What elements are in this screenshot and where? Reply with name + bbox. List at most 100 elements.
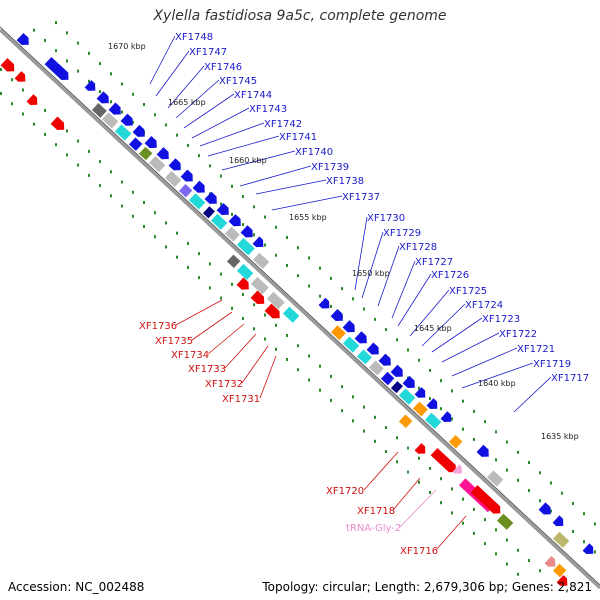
gene-block[interactable] [552,531,571,549]
gene-block[interactable] [148,155,167,173]
gene-block[interactable] [496,512,515,531]
gene-label-forward[interactable]: XF1719 [533,359,571,370]
gene-block[interactable] [440,411,455,425]
gene-block[interactable] [120,113,137,129]
gene-label-reverse[interactable]: XF1732 [205,379,243,390]
gene-block[interactable] [356,348,373,365]
gene-label-forward[interactable]: XF1745 [219,76,257,87]
gene-block[interactable] [96,91,113,106]
gene-block[interactable] [180,169,197,184]
gene-label-forward[interactable]: XF1744 [234,90,272,101]
gene-block[interactable] [156,147,173,162]
gene-block[interactable] [476,444,493,460]
gene-block[interactable] [132,124,149,140]
gene-label-forward[interactable]: XF1740 [295,147,333,158]
gene-block[interactable] [448,434,464,450]
gene-block[interactable] [424,412,443,430]
gene-label-reverse[interactable]: XF1735 [155,336,193,347]
gene-block[interactable] [91,102,108,119]
gene-label-forward[interactable]: XF1747 [189,47,227,58]
gene-label-forward[interactable]: XF1726 [431,270,469,281]
gene-block[interactable] [128,136,144,152]
gene-block[interactable] [101,111,120,130]
gene-block[interactable] [236,263,255,281]
gene-label-reverse[interactable]: XF1733 [188,364,226,375]
gene-block[interactable] [430,447,460,476]
gene-block[interactable] [544,555,559,570]
gene-label-trna[interactable]: tRNA-Gly-2 [346,523,401,534]
gene-block[interactable] [202,205,216,220]
gene-label-forward[interactable]: XF1742 [264,119,302,130]
gene-block[interactable] [188,192,207,211]
gene-label-forward[interactable]: XF1721 [517,344,555,355]
gene-label-forward[interactable]: XF1739 [311,162,349,173]
gene-block[interactable] [178,183,194,199]
gene-block[interactable] [412,400,429,418]
gene-block[interactable] [426,398,441,412]
gene-block[interactable] [236,277,253,293]
gene-block[interactable] [226,253,242,269]
gene-label-forward[interactable]: XF1717 [551,373,589,384]
gene-block[interactable] [138,146,154,161]
gene-block[interactable] [368,359,385,377]
gene-block[interactable] [330,324,347,341]
gene-label-forward[interactable]: XF1727 [415,257,453,268]
gene-label-forward[interactable]: XF1730 [367,213,405,224]
gene-block[interactable] [50,116,68,134]
gene-block[interactable] [16,32,33,48]
gene-block[interactable] [330,308,347,324]
gene-block[interactable] [582,543,597,557]
gene-block[interactable] [168,158,185,173]
gene-label-reverse[interactable]: XF1736 [139,321,177,332]
gene-block[interactable] [252,236,267,250]
gene-block[interactable] [398,413,414,429]
gene-label-forward[interactable]: XF1748 [175,32,213,43]
gene-block[interactable] [282,305,301,324]
gene-block[interactable] [164,170,183,188]
gene-block[interactable] [342,335,361,354]
gene-block[interactable] [414,387,429,401]
gene-block[interactable] [402,375,419,391]
gene-block[interactable] [224,226,241,243]
gene-label-forward[interactable]: XF1724 [465,300,503,311]
gene-label-forward[interactable]: XF1722 [499,329,537,340]
gene-block[interactable] [452,464,466,477]
gene-label-forward[interactable]: XF1728 [399,242,437,253]
gene-block[interactable] [390,364,407,380]
gene-block[interactable] [414,443,429,457]
gene-block[interactable] [552,515,567,529]
gene-block[interactable] [366,342,383,357]
gene-block[interactable] [216,202,233,218]
gene-label-forward[interactable]: XF1743 [249,104,287,115]
gene-block[interactable] [108,102,125,117]
gene-block[interactable] [252,252,271,270]
gene-block[interactable] [380,371,396,386]
gene-block[interactable] [228,214,245,229]
gene-block[interactable] [266,291,286,311]
gene-block[interactable] [378,353,395,369]
gene-block[interactable] [114,123,133,142]
gene-label-reverse[interactable]: XF1731 [222,394,260,405]
gene-block[interactable] [264,303,284,322]
gene-block[interactable] [470,485,504,517]
gene-label-forward[interactable]: XF1729 [383,228,421,239]
gene-block[interactable] [0,58,18,75]
gene-block[interactable] [486,469,505,488]
gene-label-forward[interactable]: XF1725 [449,286,487,297]
gene-block[interactable] [192,180,209,196]
gene-block[interactable] [398,387,417,406]
gene-block[interactable] [250,276,270,296]
gene-label-forward[interactable]: XF1737 [342,192,380,203]
gene-block[interactable] [44,56,72,83]
gene-block[interactable] [556,575,571,589]
gene-block[interactable] [250,290,268,308]
gene-label-forward[interactable]: XF1746 [204,62,242,73]
gene-block[interactable] [240,225,257,240]
gene-label-forward[interactable]: XF1723 [482,314,520,325]
gene-block[interactable] [342,320,359,335]
gene-block[interactable] [236,237,256,257]
gene-block[interactable] [210,213,229,231]
gene-block[interactable] [14,71,29,85]
gene-block[interactable] [84,80,99,94]
gene-label-forward[interactable]: XF1741 [279,132,317,143]
